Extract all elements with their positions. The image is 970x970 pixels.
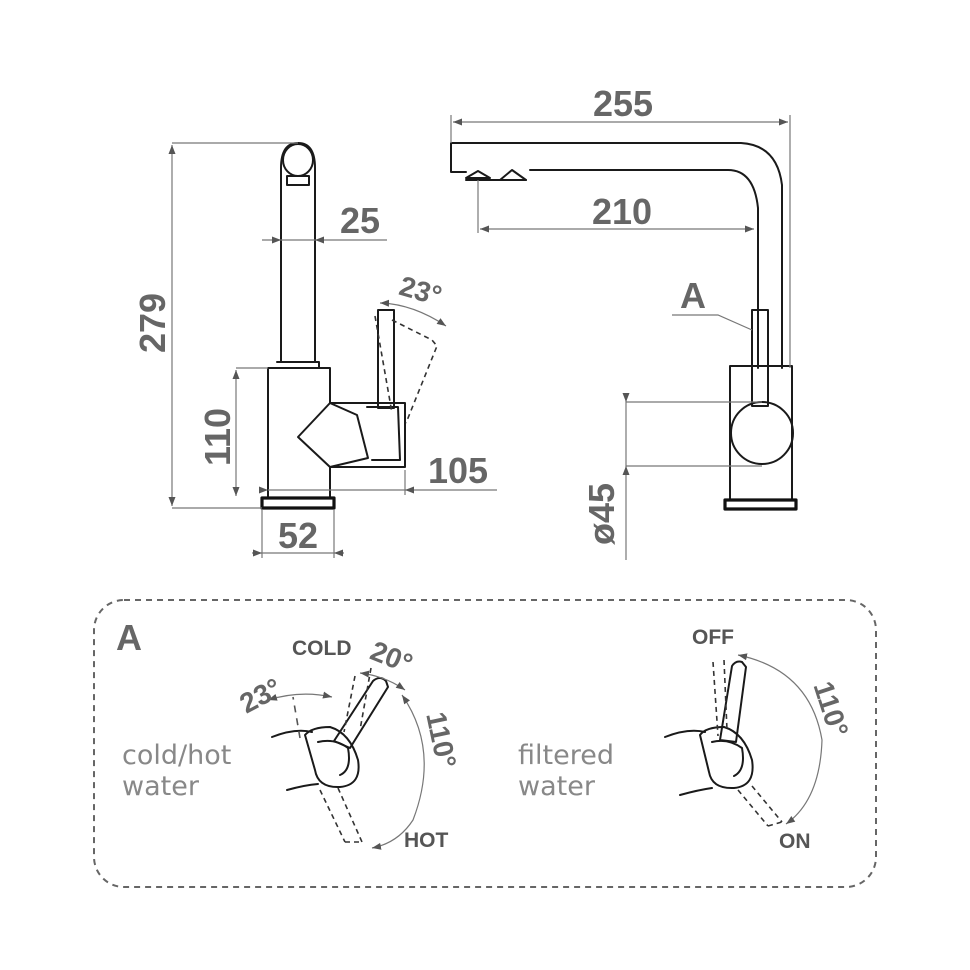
detail-a-border xyxy=(93,599,877,888)
mixer-angle-23: 23° xyxy=(235,672,287,719)
side-body xyxy=(267,367,406,499)
dim-105-label: 105 xyxy=(428,450,488,491)
mixer-arc-23 xyxy=(267,691,333,701)
filter-on-label: ON xyxy=(779,830,811,853)
detail-a-panel: A cold/hot water COLD 20° 23° 110° HOT f… xyxy=(93,599,877,888)
mixer-cartridge xyxy=(304,726,360,789)
side-lever xyxy=(377,309,395,409)
filter-arc-110 xyxy=(737,653,823,825)
front-outlet-1 xyxy=(465,170,491,179)
front-outlet-2 xyxy=(499,169,527,181)
dim-25-label: 25 xyxy=(340,200,380,241)
side-cartridge-face xyxy=(329,402,369,468)
mixer-angle-20: 20° xyxy=(366,635,417,680)
dim-255-label: 255 xyxy=(593,83,653,124)
mixer-caption-line2: water xyxy=(122,771,200,802)
mixer-lever-hot-ghost xyxy=(319,787,363,843)
side-aerator xyxy=(282,143,314,177)
mixer-angle-110: 110° xyxy=(420,709,462,771)
filter-body-stub xyxy=(664,729,713,796)
dim-210-label: 210 xyxy=(592,191,652,232)
dim-23-arc xyxy=(379,299,447,327)
side-lever-tilted xyxy=(374,315,438,424)
filter-caption-line1: filtered xyxy=(518,740,614,771)
front-view: 255 210 A ø45 xyxy=(450,83,798,560)
filter-cartridge-inner xyxy=(711,739,744,777)
front-base-plate xyxy=(723,498,798,511)
detail-a-ref: A xyxy=(680,275,706,316)
mixer-body-stub xyxy=(271,729,319,791)
side-view: 279 110 25 23° 105 52 xyxy=(132,142,497,558)
front-lever xyxy=(751,309,769,407)
mixer-hot-label: HOT xyxy=(404,829,449,852)
side-collar xyxy=(276,361,320,369)
mixer-cold-label: COLD xyxy=(292,637,352,660)
front-cartridge xyxy=(730,401,794,465)
detail-a-title: A xyxy=(116,617,142,658)
detail-a-leader xyxy=(672,314,753,331)
side-base-plate xyxy=(260,496,336,510)
mixer-lever xyxy=(333,677,389,749)
filter-off-label: OFF xyxy=(692,626,734,649)
side-lever-base xyxy=(366,406,401,461)
dim-45-label: ø45 xyxy=(581,483,622,545)
side-cartridge xyxy=(297,402,331,468)
filter-lever-off-ghost xyxy=(712,659,728,737)
mixer-arc-20 xyxy=(359,670,406,691)
dim-279-label: 279 xyxy=(132,293,173,353)
dim-110-label: 110 xyxy=(197,408,238,466)
front-spout xyxy=(450,142,783,369)
front-body xyxy=(729,365,793,501)
mixer-arc-110 xyxy=(371,694,425,850)
filter-cartridge xyxy=(699,726,754,790)
mixer-caption-line1: cold/hot xyxy=(122,740,231,771)
filter-caption-line2: water xyxy=(518,771,596,802)
dim-52-label: 52 xyxy=(278,515,318,556)
filter-angle-110: 110° xyxy=(808,677,855,740)
side-aerator-tip xyxy=(286,175,310,186)
filter-lever-on-ghost xyxy=(737,785,783,827)
dim-23-label: 23° xyxy=(396,270,445,311)
